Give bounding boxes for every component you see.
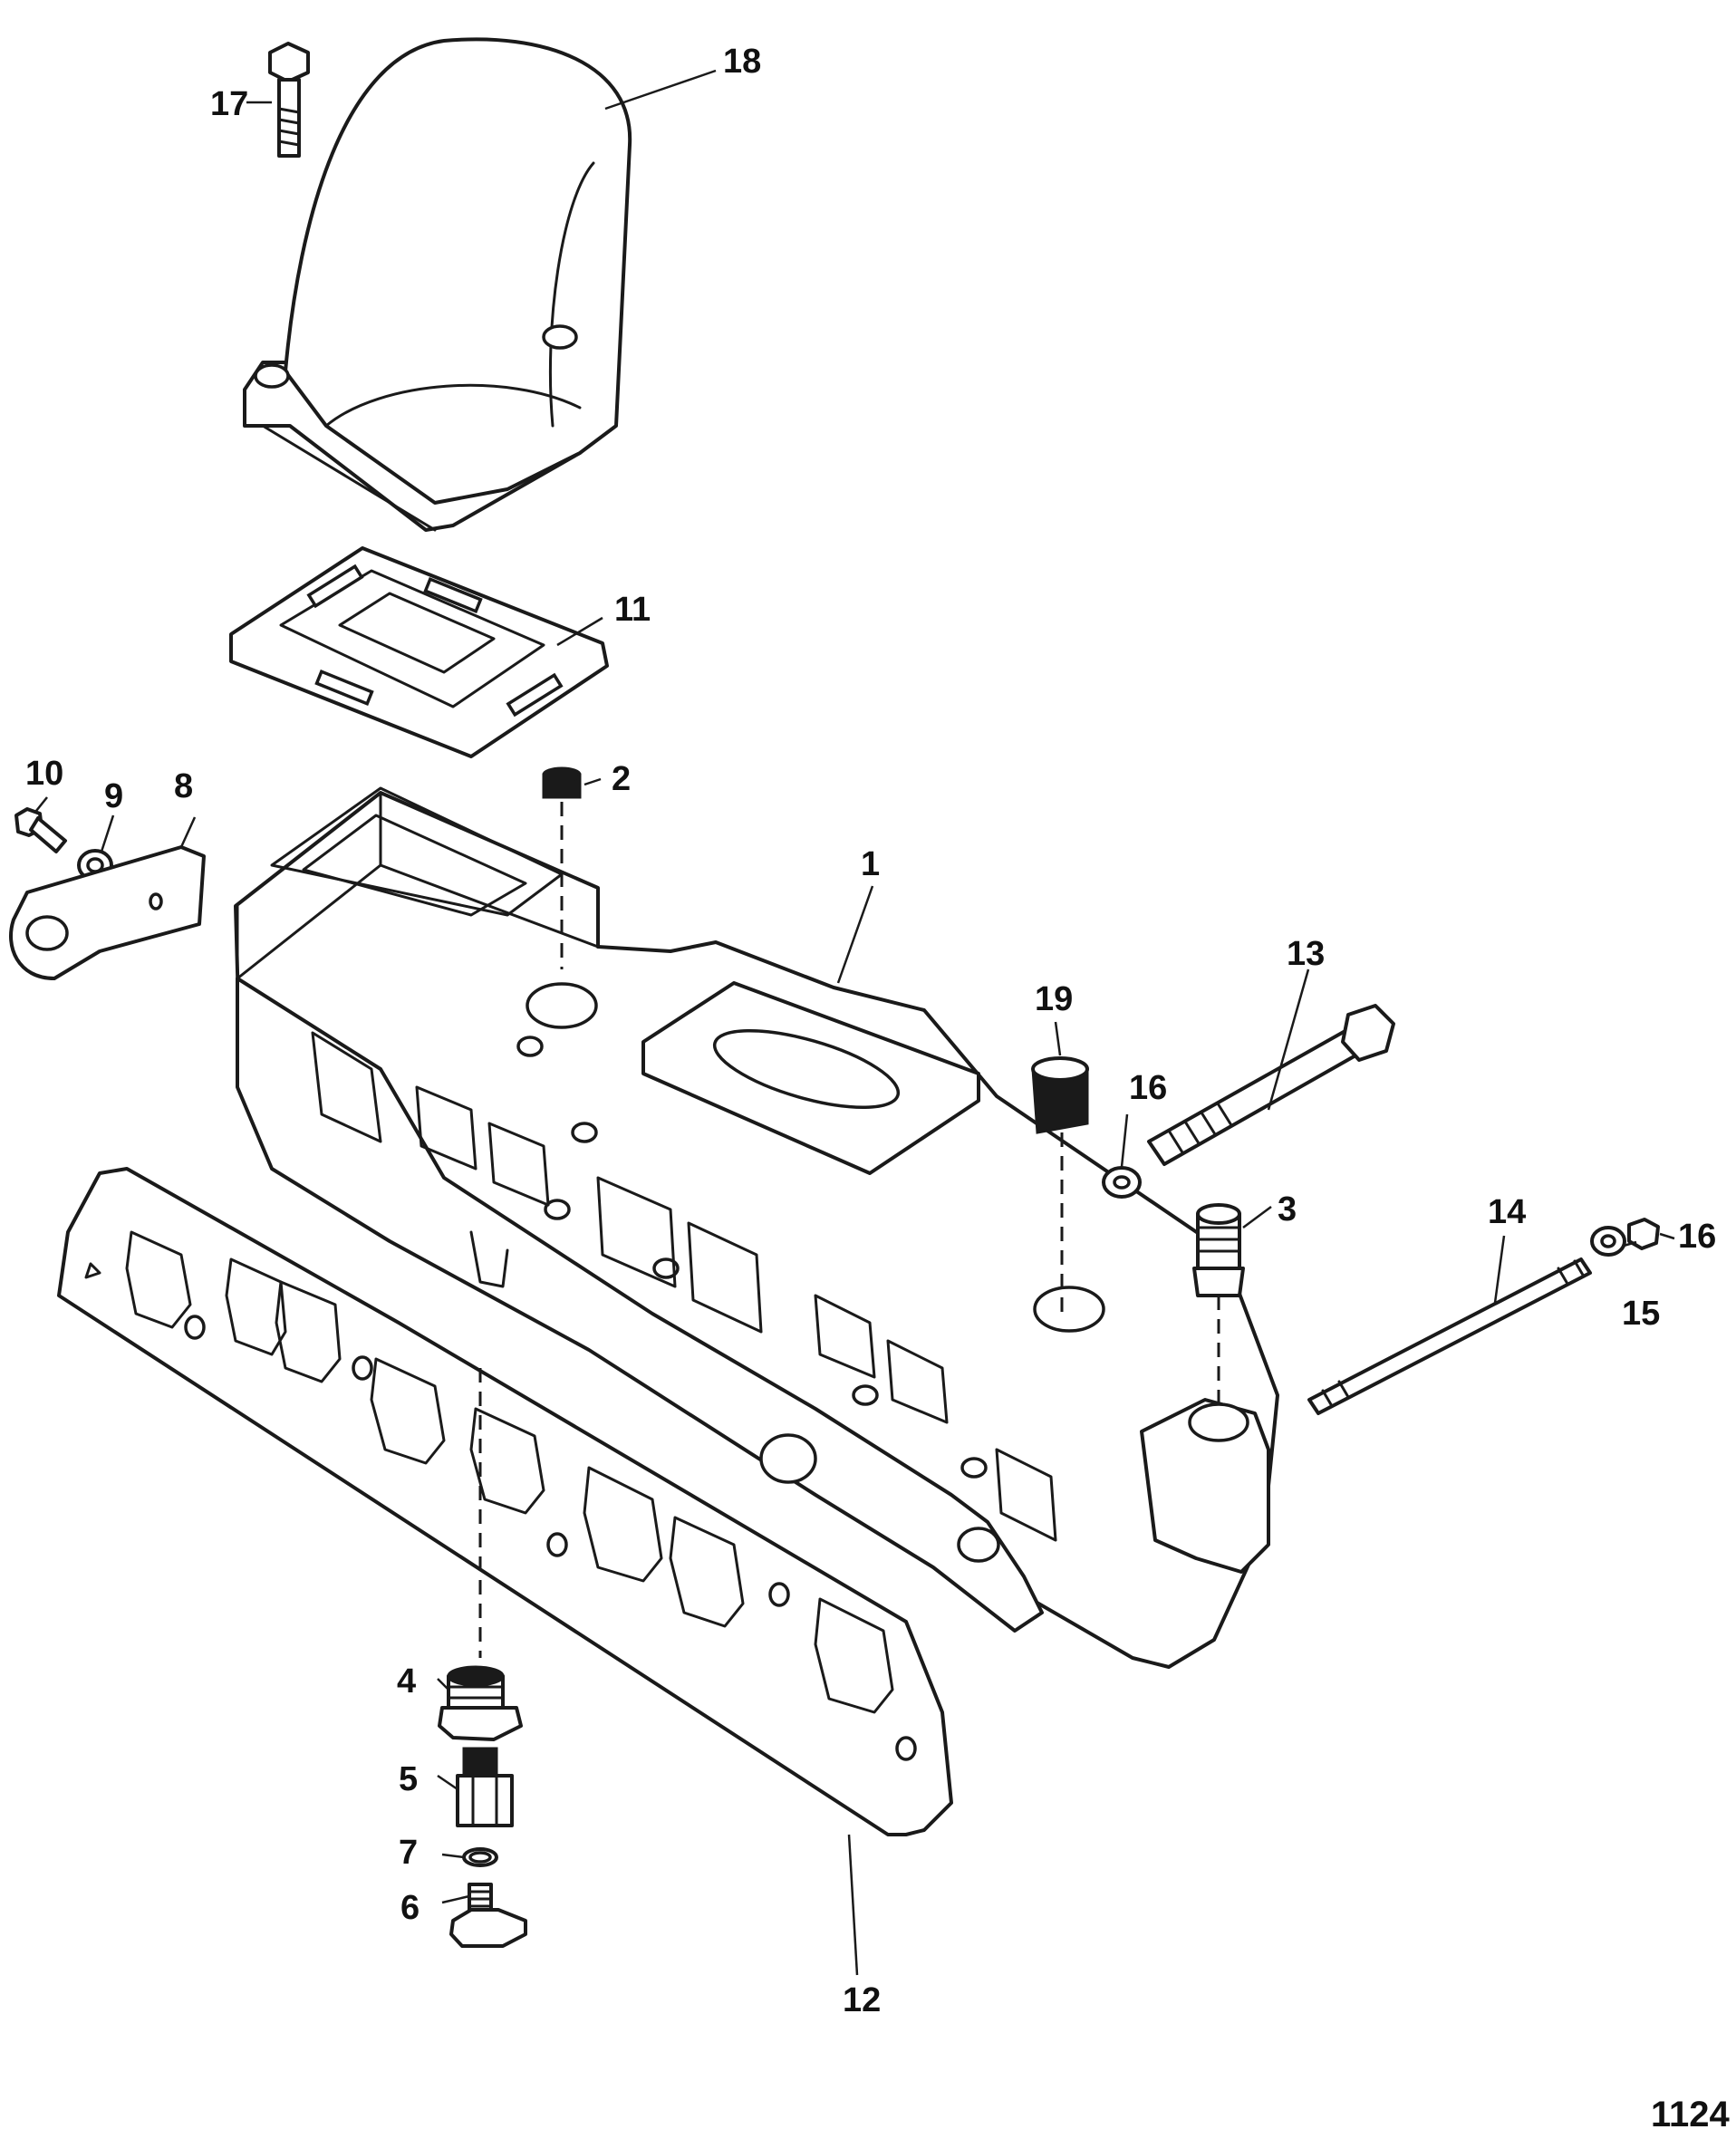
callout-19: 19 (1035, 980, 1073, 1018)
part-13-bolt (1147, 1004, 1395, 1166)
callout-3: 3 (1278, 1190, 1297, 1228)
callout-10: 10 (25, 755, 63, 793)
callout-16-nut: 16 (1678, 1218, 1716, 1256)
callout-5: 5 (399, 1760, 418, 1798)
callout-6: 6 (400, 1889, 420, 1927)
part-3-fitting (1192, 1203, 1245, 1297)
part-18-exhaust-elbow (243, 37, 632, 532)
callout-12: 12 (843, 1981, 881, 2019)
callout-11: 11 (614, 591, 651, 629)
part-2-plug (542, 766, 582, 799)
leader-lines (35, 69, 1675, 1976)
part-16-washer (1102, 1166, 1142, 1199)
part-1-exhaust-manifold (234, 786, 1279, 1669)
part-19-plug (1031, 1056, 1089, 1134)
callout-2: 2 (612, 760, 631, 798)
part-14-stud (1307, 1257, 1592, 1415)
callout-18: 18 (723, 43, 761, 81)
part-12-gasket (57, 1167, 953, 1836)
part-8-bracket (9, 845, 206, 980)
callout-8: 8 (174, 767, 193, 805)
callout-16-washer: 16 (1129, 1069, 1167, 1107)
callout-9: 9 (104, 777, 123, 815)
part-16-nut (1627, 1218, 1660, 1250)
figure-number: 1124 (1651, 2095, 1731, 2134)
assembly-lines (478, 802, 1220, 1658)
callout-14: 14 (1488, 1193, 1526, 1231)
callout-15: 15 (1622, 1295, 1660, 1333)
callout-7: 7 (399, 1834, 418, 1872)
part-17-bolt (268, 42, 310, 158)
part-5-fitting (456, 1747, 514, 1827)
callout-1: 1 (861, 845, 880, 883)
callout-13: 13 (1287, 935, 1325, 973)
callout-4: 4 (397, 1662, 416, 1701)
part-10-bolt (14, 807, 67, 853)
part-11-gasket (229, 546, 609, 758)
callout-labels: 1 2 3 4 5 6 7 8 9 10 11 12 13 14 15 16 1… (25, 43, 1716, 2019)
part-15-washer (1590, 1226, 1626, 1257)
part-6-drain-plug (449, 1883, 527, 1948)
callout-17: 17 (210, 85, 248, 123)
part-7-o-ring (462, 1847, 498, 1867)
part-4-fitting (438, 1665, 523, 1741)
